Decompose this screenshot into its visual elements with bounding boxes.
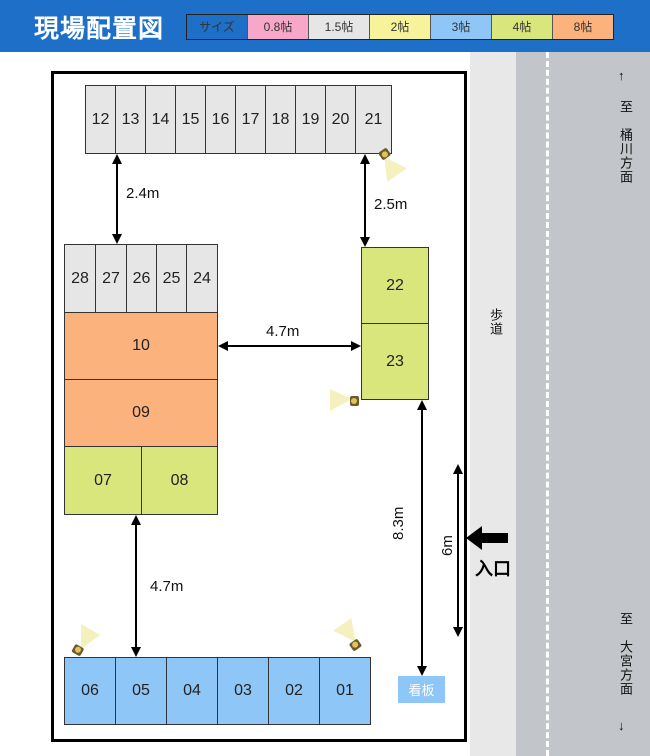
legend-item-2: 2帖: [370, 15, 431, 39]
legend-item-8: 8帖: [553, 15, 613, 39]
unit-05[interactable]: 05: [115, 657, 167, 725]
light-icon: [333, 618, 362, 651]
lane-line: [546, 52, 549, 756]
light-icon: [378, 148, 407, 183]
arrow-down-icon: ↓: [618, 718, 625, 733]
unit-06[interactable]: 06: [64, 657, 116, 725]
unit-24[interactable]: 24: [186, 244, 218, 313]
unit-20[interactable]: 20: [325, 85, 356, 154]
dim-label-4.7m-horizontal: 4.7m: [266, 323, 300, 340]
unit-22[interactable]: 22: [361, 247, 429, 324]
legend-item-0.8: 0.8帖: [248, 15, 309, 39]
unit-07[interactable]: 07: [64, 446, 142, 515]
dim-label-6m: 6m: [439, 535, 456, 556]
legend-item-1.5: 1.5帖: [309, 15, 370, 39]
direction-north-label: 至 桶川方面: [618, 100, 633, 184]
unit-14[interactable]: 14: [145, 85, 176, 154]
entrance-label: 入口: [475, 559, 511, 580]
arrow-up-icon: ↑: [618, 68, 625, 83]
sidewalk: [470, 52, 516, 756]
unit-03[interactable]: 03: [217, 657, 269, 725]
light-icon: [330, 389, 359, 411]
unit-23[interactable]: 23: [361, 323, 429, 400]
unit-28[interactable]: 28: [64, 244, 96, 313]
size-legend: サイズ 0.8帖 1.5帖 2帖 3帖 4帖 8帖: [186, 14, 614, 40]
unit-08[interactable]: 08: [141, 446, 218, 515]
unit-04[interactable]: 04: [166, 657, 218, 725]
dim-label-2.4m: 2.4m: [126, 185, 160, 202]
page-title: 現場配置図: [34, 14, 165, 43]
unit-12[interactable]: 12: [85, 85, 116, 154]
legend-item-size: サイズ: [187, 15, 248, 39]
unit-19[interactable]: 19: [295, 85, 326, 154]
unit-17[interactable]: 17: [235, 85, 266, 154]
legend-item-4: 4帖: [492, 15, 553, 39]
unit-13[interactable]: 13: [115, 85, 146, 154]
direction-south-label: 至 大宮方面: [618, 612, 633, 696]
light-icon: [71, 623, 101, 656]
signboard: 看板: [398, 676, 445, 703]
unit-26[interactable]: 26: [126, 244, 157, 313]
dim-label-8.3m: 8.3m: [390, 506, 407, 540]
header: 現場配置図 サイズ 0.8帖 1.5帖 2帖 3帖 4帖 8帖: [0, 0, 650, 52]
unit-18[interactable]: 18: [265, 85, 296, 154]
dim-label-2.5m: 2.5m: [374, 196, 408, 213]
dim-label-4.7m-vertical: 4.7m: [150, 578, 184, 595]
sidewalk-label: 歩道: [488, 308, 503, 336]
entrance-arrow-icon: [466, 526, 508, 550]
unit-21[interactable]: 21: [355, 85, 392, 154]
unit-02[interactable]: 02: [268, 657, 320, 725]
road: [516, 52, 650, 756]
unit-01[interactable]: 01: [319, 657, 371, 725]
legend-item-3: 3帖: [431, 15, 492, 39]
